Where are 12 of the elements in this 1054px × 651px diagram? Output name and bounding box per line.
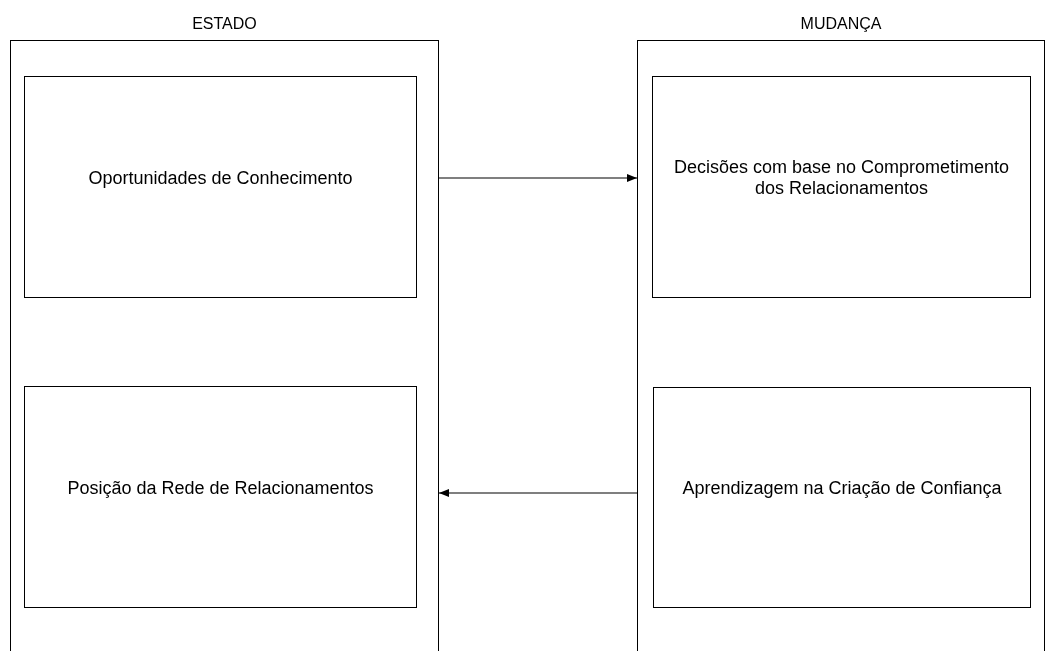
arrow — [438, 489, 638, 497]
box-label: Oportunidades de Conhecimento — [87, 167, 354, 189]
process-box — [24, 76, 417, 298]
process-box — [653, 387, 1031, 608]
column-heading: ESTADO — [191, 14, 258, 34]
box-label: Aprendizagem na Criação de Confiança — [681, 478, 1003, 499]
box-label: Posição da Rede de Relacionamentos — [66, 477, 375, 499]
column-heading: MUDANÇA — [799, 14, 883, 34]
box-label: Decisões com base no Comprometimento dos Relacionamentos — [672, 157, 1011, 199]
arrow — [438, 174, 638, 182]
process-box — [24, 386, 417, 608]
process-box — [652, 76, 1031, 298]
